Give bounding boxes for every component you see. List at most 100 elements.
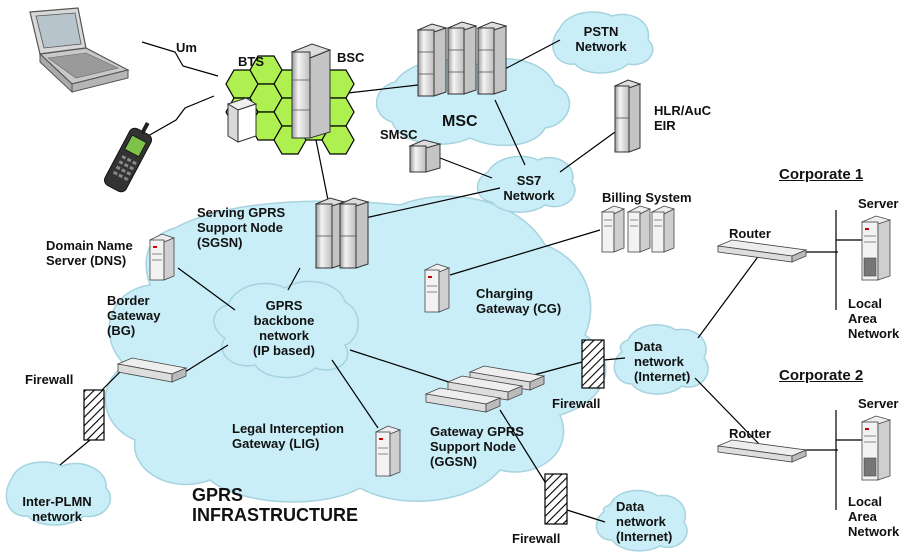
label-router-2: Router: [729, 426, 771, 441]
label-ss7-line1: SS7: [516, 173, 542, 188]
server-2-icon: [860, 415, 892, 481]
label-sgsn-line2: Support Node: [197, 220, 283, 235]
label-bsc: BSC: [337, 50, 365, 65]
bsc-cabinet-icon: [290, 43, 332, 139]
label-backbone-line2: backbone: [253, 313, 315, 328]
label-lig-line2: Gateway (LIG): [232, 436, 320, 451]
label-data1-line2: network: [634, 354, 684, 369]
firewall-mid-icon: [581, 339, 605, 389]
label-lan2-line3: Network: [848, 524, 900, 539]
label-pstn: PSTN Network: [566, 24, 636, 54]
label-lan2-line1: Local: [848, 494, 882, 509]
router-1-icon: [716, 239, 808, 263]
label-cg-line2: Gateway (CG): [476, 301, 562, 316]
firewall-bottom-icon: [544, 473, 568, 525]
label-data1-line3: (Internet): [634, 369, 691, 384]
label-hlr-line1: HLR/AuC: [654, 103, 712, 118]
label-ggsn: Gateway GPRS Support Node (GGSN): [430, 424, 524, 469]
label-ss7-line2: Network: [503, 188, 555, 203]
label-bts: BTS: [238, 54, 264, 69]
label-lan1-line2: Area: [848, 311, 877, 326]
pstn-cloud: [552, 11, 654, 74]
label-server-1: Server: [858, 196, 899, 211]
router-2-icon: [716, 439, 808, 463]
label-hlr-line2: EIR: [654, 118, 676, 133]
label-sgsn: Serving GPRS Support Node (SGSN): [197, 205, 285, 250]
label-infra-line2: INFRASTRUCTURE: [192, 505, 358, 525]
border-gateway-icon: [116, 357, 188, 383]
label-ggsn-line1: Gateway GPRS: [430, 424, 524, 439]
label-gprs-infrastructure: GPRS INFRASTRUCTURE: [192, 485, 358, 525]
label-interplmn-line2: network: [32, 509, 82, 524]
label-firewall-left: Firewall: [25, 372, 74, 387]
label-bg-line2: Gateway: [107, 308, 161, 323]
laptop-icon: [29, 7, 130, 94]
label-lan-2: Local Area Network: [848, 494, 899, 539]
label-backbone-line1: GPRS: [265, 298, 303, 313]
bts-icon: [226, 97, 258, 143]
msc-cabinets-icon: [416, 21, 508, 97]
label-corporate-1: Corporate 1: [779, 166, 864, 183]
connection-lines: [59, 39, 862, 523]
label-data2-line3: (Internet): [616, 529, 673, 544]
label-bg-line3: (BG): [107, 323, 136, 338]
label-firewall-mid: Firewall: [552, 396, 601, 411]
label-lan2-line2: Area: [848, 509, 877, 524]
smsc-cabinet-icon: [408, 139, 442, 173]
label-backbone-line3: network: [259, 328, 309, 343]
label-pstn-line2: Network: [575, 39, 627, 54]
label-backbone: GPRS backbone network (IP based): [240, 298, 328, 358]
label-sgsn-line3: (SGSN): [197, 235, 243, 250]
inter-plmn-cloud: [5, 461, 112, 526]
label-ggsn-line2: Support Node: [430, 439, 516, 454]
label-dns-line1: Domain Name: [46, 238, 133, 253]
hlr-cabinet-icon: [613, 79, 642, 153]
sgsn-cabinets-icon: [314, 197, 370, 269]
ggsn-icon: [424, 365, 546, 413]
label-lan1-line3: Network: [848, 326, 900, 341]
lig-server-icon: [374, 425, 402, 477]
label-data1-line1: Data: [634, 339, 663, 354]
charging-gateway-icon: [423, 263, 451, 313]
label-corporate-2: Corporate 2: [779, 367, 864, 384]
label-router-1: Router: [729, 226, 771, 241]
label-data2-line1: Data: [616, 499, 645, 514]
label-bg-line1: Border: [107, 293, 150, 308]
firewall-left-icon: [83, 389, 105, 441]
label-dns-line2: Server (DNS): [46, 253, 127, 268]
data-network-cloud-1: [613, 324, 709, 395]
label-data2-line2: network: [616, 514, 666, 529]
label-data-network-2: Data network (Internet): [616, 499, 672, 544]
label-dns: Domain Name Server (DNS): [46, 238, 133, 268]
label-lig: Legal Interception Gateway (LIG): [232, 421, 344, 451]
label-lan1-line1: Local: [848, 296, 882, 311]
data-network-cloud-2: [595, 489, 688, 552]
dns-server-icon: [148, 233, 176, 281]
label-ggsn-line3: (GGSN): [430, 454, 477, 469]
label-um: Um: [176, 40, 197, 55]
label-backbone-line4: (IP based): [253, 343, 315, 358]
label-data-network-1: Data network (Internet): [634, 339, 690, 384]
billing-servers-icon: [600, 205, 676, 253]
label-infra-line1: GPRS: [192, 485, 244, 505]
label-msc: MSC: [442, 113, 478, 130]
server-1-icon: [860, 215, 892, 281]
label-ss7: SS7 Network: [494, 173, 564, 203]
label-interplmn-line1: Inter-PLMN: [22, 494, 92, 509]
mobile-phone-icon: [103, 121, 153, 193]
label-cg: Charging Gateway (CG): [476, 286, 561, 316]
label-cg-line1: Charging: [476, 286, 534, 301]
ss7-cloud: [476, 155, 576, 213]
label-lig-line1: Legal Interception: [232, 421, 344, 436]
label-pstn-line1: PSTN: [583, 24, 619, 39]
label-billing: Billing System: [602, 190, 692, 205]
label-inter-plmn: Inter-PLMN network: [14, 494, 100, 524]
label-server-2: Server: [858, 396, 899, 411]
label-firewall-bottom: Firewall: [512, 531, 561, 546]
label-sgsn-line1: Serving GPRS: [197, 205, 286, 220]
label-smsc: SMSC: [380, 127, 418, 142]
label-hlr: HLR/AuC EIR: [654, 103, 711, 133]
label-lan-1: Local Area Network: [848, 296, 899, 341]
